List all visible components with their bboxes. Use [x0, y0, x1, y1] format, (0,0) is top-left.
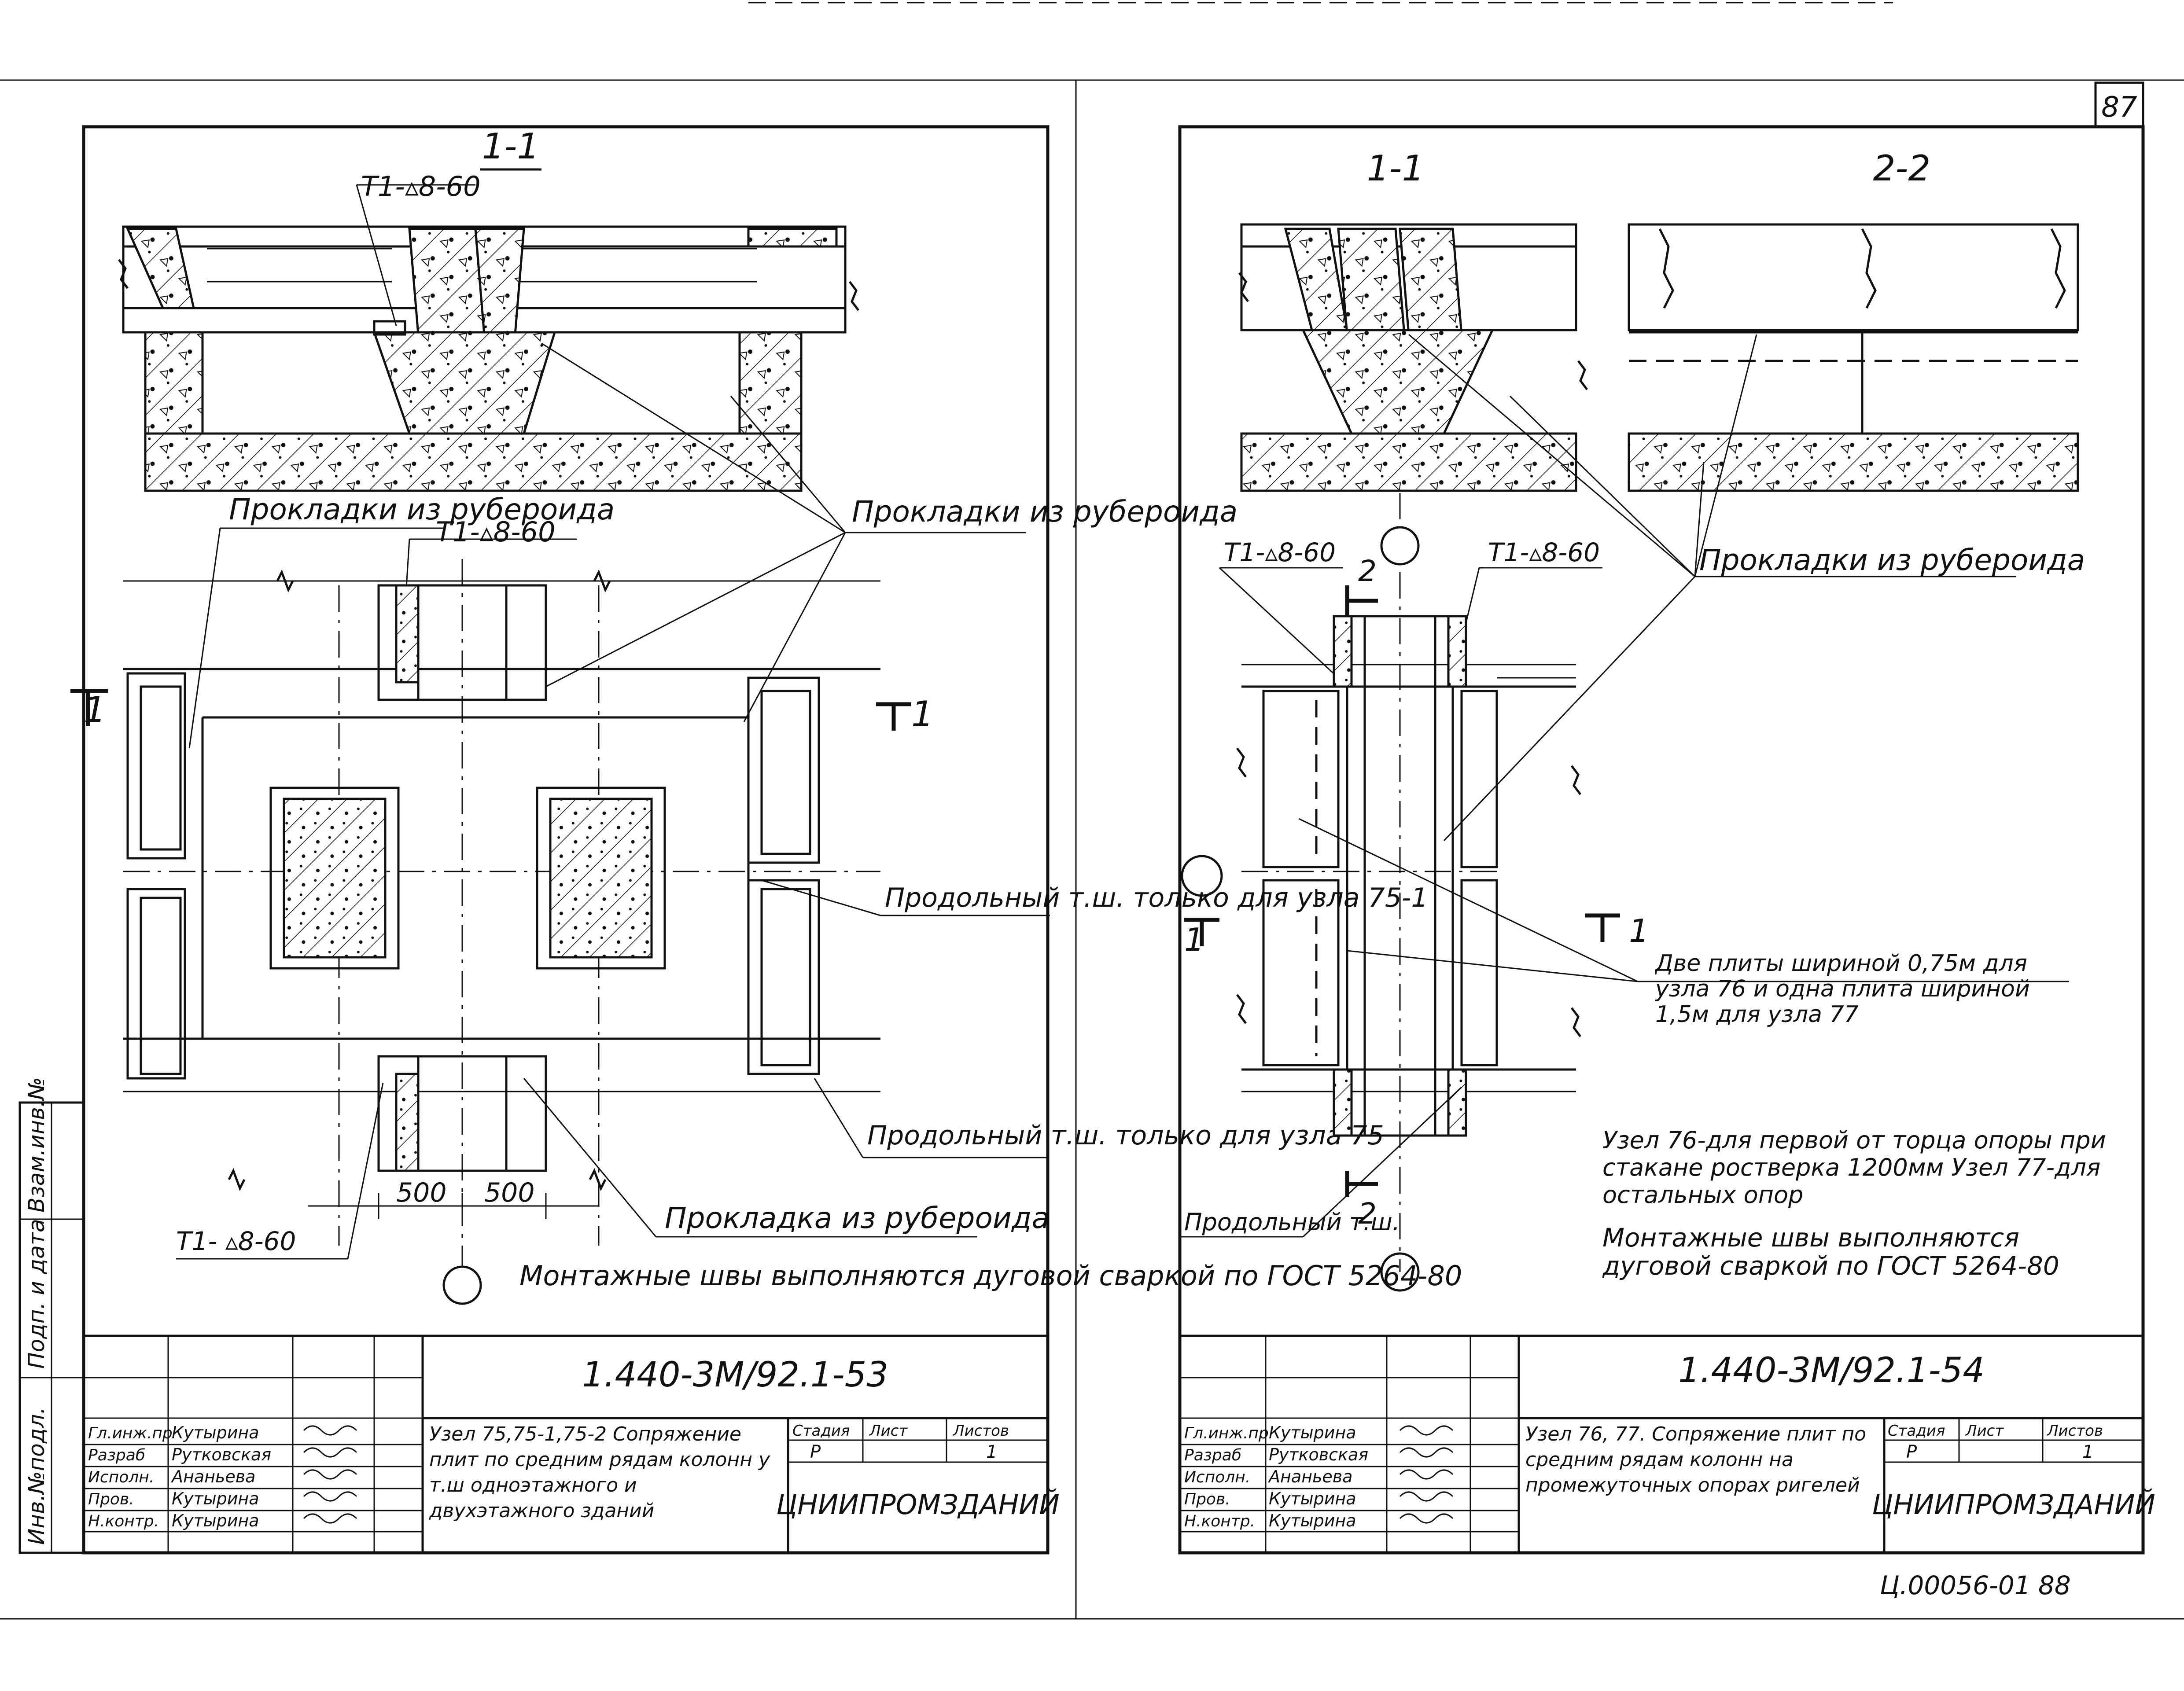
- left-weld-note-1: T1-▵8-60: [361, 170, 481, 202]
- side-stamp-inv: Инв.№подл.: [24, 1407, 49, 1545]
- right-role-4: Н.контр.: [1184, 1512, 1255, 1530]
- right-name-1: Рутковская: [1269, 1445, 1368, 1464]
- left-longitudinal-seam-2: Продольный т.ш. только для узла 75: [867, 1120, 1384, 1151]
- right-longitudinal-seam: Продольный т.ш.: [1184, 1208, 1400, 1236]
- left-title-block: 1.440-3М/92.1-53 Гл.инж.пр Разраб Исполн…: [82, 1334, 1060, 1554]
- right-name-0: Кутырина: [1269, 1423, 1356, 1442]
- left-stage-label: Стадия: [792, 1422, 850, 1440]
- left-sheet: 1: [986, 1442, 997, 1462]
- page-number: 87: [2101, 91, 2137, 124]
- right-sheet: 1: [2082, 1442, 2093, 1462]
- left-leaders: T1-▵8-60 Прокладки из рубероида T1-▵8-60…: [188, 170, 1237, 749]
- left-gasket-bottom: Прокладка из рубероида: [665, 1201, 1050, 1235]
- left-role-4: Н.контр.: [88, 1512, 159, 1530]
- right-section-mark-bottom: 2: [1358, 1197, 1377, 1231]
- left-sheets-label: Листов: [952, 1422, 1009, 1440]
- right-title-code: 1.440-3М/92.1-54: [1678, 1351, 1985, 1390]
- page-number-box: [2094, 81, 2144, 128]
- left-section-1-1: 1-1: [118, 126, 859, 492]
- left-axis-marker: [442, 1265, 482, 1305]
- right-gasket-label: Прокладки из рубероида: [1699, 543, 2085, 577]
- right-axis-marker-top: [1380, 526, 1420, 566]
- right-name-3: Кутырина: [1269, 1489, 1356, 1508]
- left-role-3: Пров.: [88, 1490, 134, 1508]
- right-plan: 2 2 1 1: [1184, 554, 1649, 1272]
- right-section-1-1: 1-1: [1238, 148, 1588, 524]
- right-section-mark-left: 1: [1184, 921, 1204, 958]
- right-stage: Р: [1906, 1442, 1917, 1462]
- right-weld-note-2: T1-▵8-60: [1488, 537, 1600, 567]
- left-role-0: Гл.инж.пр: [88, 1424, 173, 1442]
- left-title-code: 1.440-3М/92.1-53: [582, 1355, 888, 1395]
- left-role-1: Разраб: [88, 1446, 145, 1464]
- left-name-1: Рутковская: [172, 1445, 271, 1464]
- right-sheet-label: Лист: [1965, 1422, 2004, 1440]
- right-axis-marker-left: [1181, 855, 1223, 897]
- right-plan-leaders: Две плиты шириной 0,75м для узла 76 и од…: [1180, 818, 2069, 1238]
- right-sheets-label: Листов: [2046, 1422, 2103, 1440]
- right-title-description: Узел 76, 77. Сопряжение плит по средним …: [1525, 1423, 1867, 1496]
- left-section-label: 1-1: [482, 126, 540, 167]
- side-stamp-sign: Подп. и дата: [24, 1219, 49, 1369]
- left-title-description: Узел 75,75-1,75-2 Сопряжение плит по сре…: [429, 1423, 770, 1522]
- archive-code: Ц.00056-01: [1880, 1570, 2031, 1600]
- left-gasket-label: Прокладки из рубероида: [229, 493, 615, 526]
- right-role-3: Пров.: [1184, 1490, 1230, 1508]
- left-weld-note-3: T1- ▵8-60: [176, 1226, 296, 1256]
- right-name-4: Кутырина: [1269, 1511, 1356, 1530]
- right-organization: ЦНИИПРОМЗДАНИЙ: [1872, 1488, 2155, 1521]
- right-section-mark-top: 2: [1358, 554, 1377, 588]
- left-name-4: Кутырина: [172, 1511, 259, 1530]
- left-name-0: Кутырина: [172, 1423, 259, 1442]
- left-weld-note-2: T1-▵8-60: [436, 516, 556, 548]
- right-role-1: Разраб: [1184, 1446, 1241, 1464]
- left-note: Монтажные швы выполняются дуговой сварко…: [519, 1260, 1462, 1292]
- left-name-2: Ананьева: [170, 1467, 255, 1486]
- left-stage: Р: [810, 1442, 821, 1462]
- right-section-label-1: 1-1: [1367, 148, 1425, 189]
- side-stamp: Инв.№подл. Подп. и дата Взам.инв.№: [18, 1077, 85, 1554]
- left-section-mark-right: 1: [911, 694, 934, 735]
- right-weld-note-1: T1-▵8-60: [1224, 537, 1336, 567]
- left-sheet-label: Лист: [869, 1422, 908, 1440]
- right-plates-note: Две плиты шириной 0,75м для узла 76 и од…: [1655, 951, 2030, 1028]
- side-stamp-replace: Взам.инв.№: [24, 1077, 49, 1213]
- right-note: Монтажные швы выполняются дуговой сварко…: [1602, 1224, 2059, 1281]
- left-gasket-right-label: Прокладки из рубероида: [852, 495, 1237, 529]
- left-plan: 1 1 500 500: [70, 559, 934, 1268]
- left-organization: ЦНИИПРОМЗДАНИЙ: [776, 1488, 1060, 1521]
- right-title-block: 1.440-3М/92.1-54 Гл.инж.пр Разраб Исполн…: [1179, 1334, 2155, 1554]
- right-stage-label: Стадия: [1888, 1422, 1945, 1440]
- left-dim-left: 500: [396, 1177, 447, 1208]
- left-dim-right: 500: [484, 1177, 535, 1208]
- right-node-note: Узел 76-для первой от торца опоры при ст…: [1602, 1127, 2106, 1209]
- right-leaders: Прокладки из рубероида T1-▵8-60 T1-▵8-60: [1219, 334, 2085, 842]
- left-role-2: Исполн.: [88, 1468, 154, 1486]
- right-section-2-2: 2-2: [1628, 148, 2079, 492]
- right-axis-marker-bottom: [1380, 1252, 1420, 1292]
- archive-page: 88: [2038, 1570, 2071, 1600]
- right-role-0: Гл.инж.пр: [1184, 1424, 1269, 1442]
- right-name-2: Ананьева: [1267, 1467, 1352, 1486]
- right-section-label-2: 2-2: [1873, 148, 1931, 189]
- right-role-2: Исполн.: [1184, 1468, 1250, 1486]
- left-name-3: Кутырина: [172, 1489, 259, 1508]
- right-section-mark-right: 1: [1629, 912, 1649, 949]
